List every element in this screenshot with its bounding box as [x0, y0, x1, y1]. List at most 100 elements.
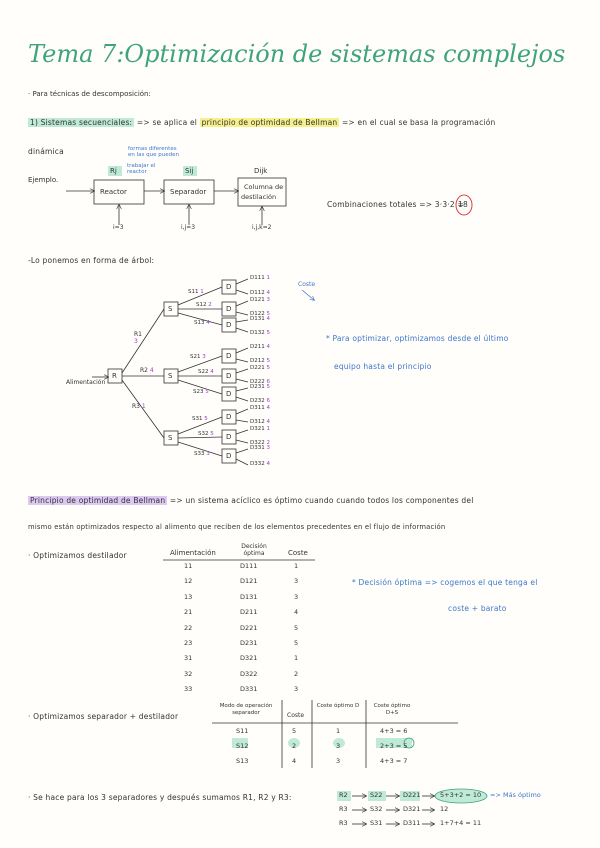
- tree-s-node-3: S: [168, 434, 173, 442]
- s33-label: S33: [194, 451, 205, 457]
- dest-header-alim: Alimentación: [170, 549, 216, 557]
- dest-note-2: coste + barato: [448, 604, 507, 613]
- final-d: D321: [403, 805, 421, 813]
- d-node-box-9: [221, 448, 237, 464]
- d-node-box-1: [221, 279, 237, 295]
- sep-header-cost: Coste: [287, 712, 305, 719]
- r-tag-highlight: [108, 166, 122, 176]
- leaf-label: D122: [250, 311, 265, 317]
- leaf-cost: 5: [266, 358, 270, 364]
- leaf-cost: 4: [266, 405, 270, 411]
- tree-s31: S31 5: [192, 416, 208, 422]
- d-node-box-7: [221, 409, 237, 425]
- dest-cell: D331: [240, 685, 258, 694]
- total-circle: [455, 194, 473, 216]
- s-tag-highlight: [183, 166, 197, 176]
- leaf-label: D331: [250, 445, 265, 451]
- dest-cell: D111: [240, 562, 258, 570]
- final-s: S31: [370, 819, 383, 827]
- s11-label: S11: [188, 289, 199, 295]
- column-label-2: destilación: [241, 193, 277, 201]
- final-r: R3: [339, 819, 348, 827]
- sequential-text-b: => en el cual se basa la programación: [341, 118, 496, 127]
- final-r: R3: [339, 805, 348, 813]
- combinations-value: 18: [458, 200, 468, 209]
- bellman-line-2: mismo están optimizados respecto al alim…: [28, 523, 446, 531]
- sequential-label: 1) Sistemas secuenciales:: [28, 118, 135, 127]
- final-s: S32: [370, 805, 383, 813]
- dest-cell: 4: [294, 608, 299, 617]
- tree-leaf: D112 4: [250, 290, 270, 296]
- r1-label: R1: [134, 331, 142, 338]
- r3-label: R3: [132, 403, 140, 410]
- leaf-label: D222: [250, 379, 265, 385]
- sep-cell: S13: [236, 757, 249, 765]
- sep-cell: 4+3 = 6: [380, 727, 408, 735]
- s33-cost: 3: [206, 451, 210, 457]
- tree-alim: Alimentación: [66, 379, 106, 386]
- dest-cell: D321: [240, 654, 258, 663]
- s31-label: S31: [192, 416, 203, 422]
- tree-d-node-3: D: [226, 321, 232, 329]
- tree-leaf: D211 4: [250, 344, 270, 350]
- tree-s12: S12 2: [196, 302, 212, 308]
- d-node-box-8: [221, 429, 237, 445]
- final-res: 5+3+2 = 10: [440, 791, 482, 799]
- separator-box: [163, 179, 215, 205]
- s31-cost: 5: [204, 416, 208, 422]
- dest-cell: 5: [294, 623, 299, 632]
- final-res: 1+7+4 = 11: [440, 819, 482, 827]
- separator-modes: i,j=3: [181, 224, 196, 231]
- dest-cell: 22: [184, 623, 193, 632]
- sequential-text-a: => se aplica el: [136, 118, 198, 127]
- leaf-label: D231: [250, 384, 265, 390]
- leaf-cost: 5: [266, 384, 270, 390]
- s13-cost: 4: [206, 320, 210, 326]
- dest-header-dec: Decisión óptima: [241, 543, 267, 557]
- dest-note-1: * Decisión óptima => cogemos el que teng…: [352, 578, 538, 587]
- example-label: Ejemplo.: [28, 176, 59, 184]
- final-tag: => Más óptimo: [490, 791, 541, 799]
- sep-cell: S12: [236, 742, 249, 750]
- tree-s-node-2: S: [168, 372, 173, 380]
- tree-leaf: D231 5: [250, 384, 270, 390]
- leaf-cost: 3: [266, 297, 270, 303]
- s13-label: S13: [194, 320, 205, 326]
- tree-leaf: D121 3: [250, 297, 270, 303]
- dest-cell: D211: [240, 608, 258, 617]
- tree-r2: R2 4: [140, 367, 154, 374]
- leaf-cost: 2: [266, 440, 270, 446]
- dest-cell: 3: [294, 685, 299, 694]
- leaf-label: D211: [250, 344, 265, 350]
- leaf-label: D322: [250, 440, 265, 446]
- tree-r-node: R: [112, 372, 117, 380]
- dest-cell: 1: [294, 562, 299, 570]
- leaf-label: D131: [250, 316, 265, 322]
- reactor-modes: i=3: [113, 224, 124, 231]
- tree-s23: S23 5: [193, 389, 209, 395]
- tree-leaf: D232 6: [250, 398, 270, 404]
- leaf-cost: 3: [266, 445, 270, 451]
- sep-cell: S11: [236, 727, 249, 735]
- tree-leaf: D222 6: [250, 379, 270, 385]
- d-node-box-4: [221, 348, 237, 364]
- tree-leaf: D122 5: [250, 311, 270, 317]
- d-node-box-2: [221, 301, 237, 317]
- final-r: R2: [339, 791, 348, 799]
- reactor-box: [93, 179, 145, 205]
- dest-label: · Optimizamos destilador: [28, 551, 127, 560]
- dest-cell: D131: [240, 592, 258, 601]
- page-title: Tema 7:Optimización de sistemas complejo…: [28, 40, 566, 68]
- s32-cost: 5: [210, 431, 214, 437]
- bellman-highlight: principio de optimidad de Bellman: [199, 118, 340, 127]
- sep-header-ds: Coste óptimo D+S: [373, 703, 411, 716]
- tree-d-node-1: D: [226, 283, 232, 291]
- sep-label: · Optimizamos separador + destilador: [28, 712, 179, 721]
- column-box: [237, 177, 287, 207]
- final-d: D221: [403, 791, 421, 799]
- tree-s22: S22 4: [198, 369, 214, 375]
- tree-leaf: D311 4: [250, 405, 270, 411]
- tree-s13: S13 4: [194, 320, 210, 326]
